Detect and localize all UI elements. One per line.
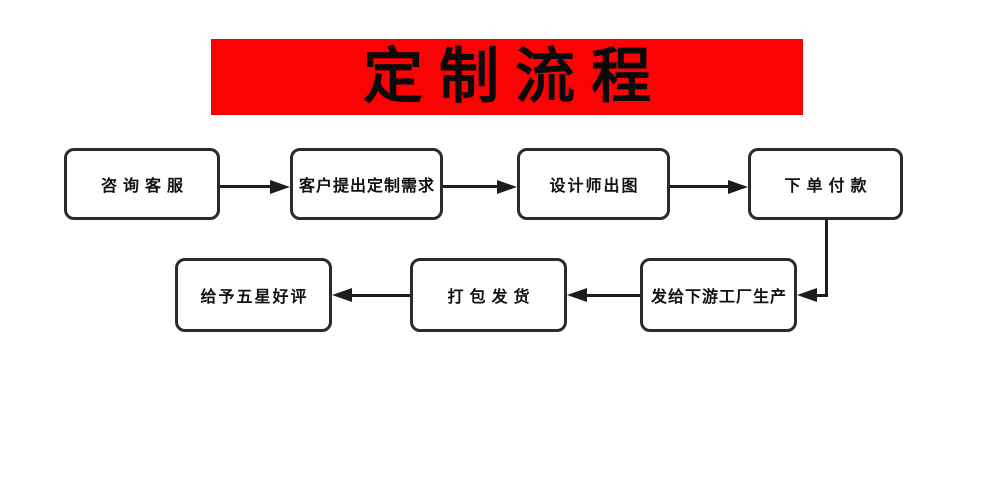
node-pack-ship: 打包发货 [410,258,567,332]
node-factory-production: 发给下游工厂生产 [640,258,797,332]
arrowhead-left-icon [332,288,352,302]
arrowhead-left-icon [567,288,587,302]
arrow-line [814,294,828,297]
title-banner: 定制流程 [211,39,803,115]
arrow-line [585,294,640,297]
arrow-line-vertical [825,220,828,297]
arrow-line [670,185,730,188]
arrowhead-left-icon [797,288,817,302]
node-customer-requirements: 客户提出定制需求 [290,148,443,220]
node-five-star-review: 给予五星好评 [175,258,332,332]
page-title: 定制流程 [363,44,667,110]
node-consult-service: 咨询客服 [64,148,220,220]
node-designer-drawing: 设计师出图 [517,148,670,220]
arrow-line [443,185,499,188]
arrowhead-right-icon [497,180,517,194]
arrowhead-right-icon [270,180,290,194]
arrow-line [350,294,410,297]
arrowhead-right-icon [728,180,748,194]
arrow-line [220,185,272,188]
node-place-order-pay: 下单付款 [748,148,903,220]
